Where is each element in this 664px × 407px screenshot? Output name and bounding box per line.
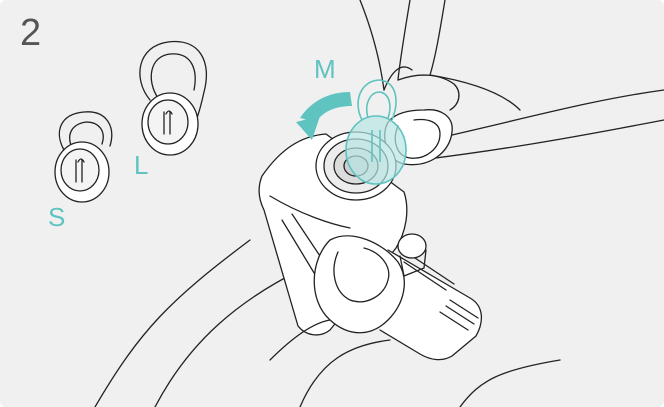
size-label-large: L (134, 152, 148, 178)
size-label-small: S (48, 204, 65, 230)
rotate-arrow-icon (296, 92, 352, 140)
step-number: 2 (20, 14, 41, 52)
ear-adapter-medium (346, 80, 406, 184)
ear-adapter-small (55, 112, 112, 202)
size-label-medium: M (314, 56, 336, 82)
ear-adapter-large (140, 42, 207, 155)
